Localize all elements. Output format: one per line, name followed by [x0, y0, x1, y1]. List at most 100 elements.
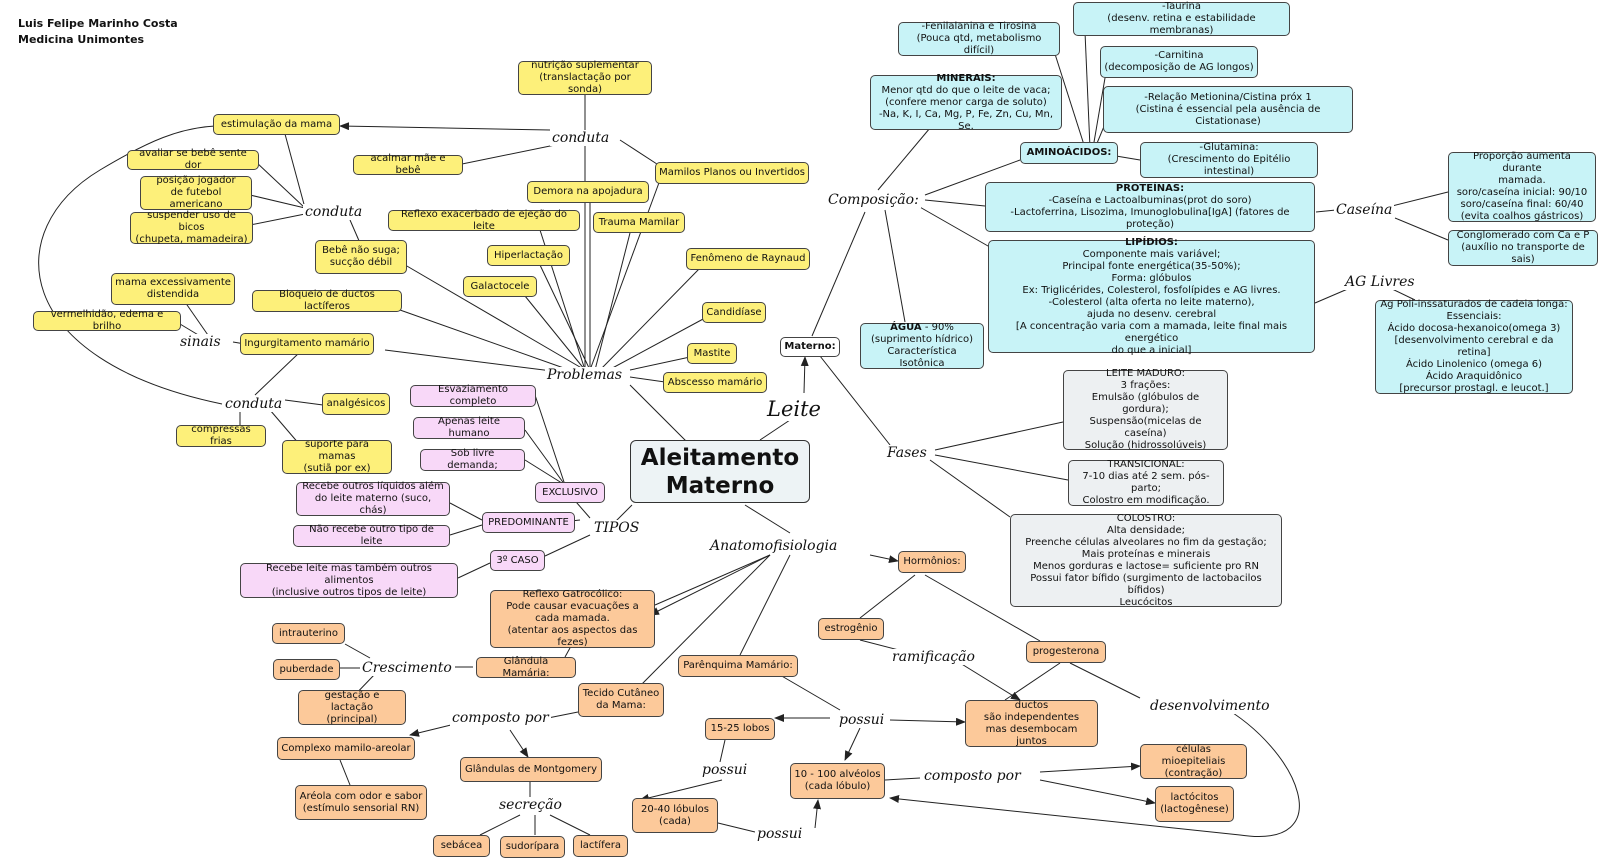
- node-estimulacao-mama: estimulação da mama: [213, 114, 340, 135]
- proteinas-title: PROTEÍNAS:: [1115, 183, 1185, 194]
- node-esvaziamento: Esvaziamento completo: [410, 384, 536, 407]
- label-sinais: sinais: [178, 334, 223, 350]
- node-predominante: PREDOMINANTE: [482, 512, 575, 533]
- lipidios-title: LIPÍDIOS:: [1125, 236, 1178, 248]
- node-proporcao-caseina: Proporção aumenta durante mamada. soro/c…: [1448, 151, 1596, 222]
- node-celulas-mioepiteliais: células mioepiteliais (contração): [1140, 744, 1247, 779]
- minerais-title: MINERAIS:: [936, 72, 996, 84]
- node-minerais: MINERAIS: Menor qtd do que o leite de va…: [870, 72, 1062, 132]
- node-suspender-bicos: suspender uso de bicos (chupeta, mamadei…: [130, 210, 253, 245]
- node-glutamina: -Glutamina: (Crescimento do Epitélio int…: [1140, 142, 1318, 178]
- node-mastite: Mastite: [687, 343, 737, 364]
- node-conglomerado: Conglomerado com Ca e P (auxílio no tran…: [1448, 230, 1598, 266]
- lipidios-text: Componente mais variável; Principal font…: [1015, 248, 1288, 356]
- label-fases: Fases: [885, 445, 929, 461]
- node-20-40-lobulos: 20-40 lóbulos (cada): [632, 798, 718, 833]
- minerais-text: Menor qtd do que o leite de vaca; (confe…: [878, 84, 1054, 132]
- node-agua: ÁGUA - 90% (suprimento hídrico) Caracter…: [860, 322, 984, 370]
- node-15-25-lobos: 15-25 lobos: [705, 718, 775, 740]
- node-aminoacidos: AMINOÁCIDOS:: [1020, 142, 1118, 164]
- node-recebe-alimentos: Recebe leite mas também outros alimentos…: [240, 563, 458, 598]
- label-crescimento: Crescimento: [360, 660, 454, 676]
- node-candidiase: Candidíase: [702, 302, 766, 323]
- node-alveolos: 10 - 100 alvéolos (cada lóbulo): [790, 763, 885, 799]
- label-possui-3: possui: [755, 826, 805, 842]
- label-conduta-top: conduta: [550, 130, 612, 146]
- node-colostro: COLOSTRO: Alta densidade; Preenche célul…: [1010, 513, 1282, 608]
- node-analgesicos: analgésicos: [322, 393, 390, 415]
- node-bloqueio-ductos: Bloqueio de ductos lactíferos: [252, 289, 402, 312]
- node-taurina: -Taurina (desenv. retina e estabilidade …: [1073, 1, 1290, 36]
- node-areola: Aréola com odor e sabor (estímulo sensor…: [295, 785, 427, 820]
- node-sebacea: sebácea: [433, 835, 490, 857]
- node-acalmar: acalmar mãe e bebê: [353, 153, 463, 176]
- label-ag-livres: AG Livres: [1343, 274, 1417, 290]
- label-problemas: Problemas: [545, 367, 625, 383]
- node-hormonios: Hormônios:: [898, 551, 966, 573]
- node-hiperlactacao: Hiperlactação: [487, 245, 570, 266]
- node-lactocitos: lactócitos (lactogênese): [1155, 786, 1234, 822]
- node-suporte-mamas: suporte para mamas (sutiã por ex): [282, 439, 392, 474]
- node-transicional: TRANSICIONAL: 7-10 dias até 2 sem. pós-p…: [1068, 459, 1224, 506]
- label-ramificacao: ramificação: [890, 649, 977, 665]
- label-desenvolvimento: desenvolvimento: [1148, 698, 1272, 714]
- node-ingurgitamento: Ingurgitamento mamário: [240, 333, 374, 355]
- node-sudoripara: sudorípara: [500, 836, 565, 858]
- node-intrauterino: intrauterino: [272, 623, 345, 644]
- label-composicao: Composição:: [826, 192, 921, 208]
- node-livre-demanda: Sob livre demanda;: [420, 448, 525, 471]
- label-tipos: TIPOS: [592, 520, 642, 536]
- node-terceiro-caso: 3º CASO: [490, 550, 545, 571]
- node-nao-recebe: Não recebe outro tipo de leite: [293, 524, 450, 547]
- node-abscesso: Abscesso mamário: [663, 372, 767, 393]
- node-ag-poli-insaturados: Ag Poli-inssaturados de cadeia longa: Es…: [1375, 299, 1573, 394]
- agua-text: ÁGUA - 90% (suprimento hídrico) Caracter…: [864, 322, 980, 370]
- node-proteinas: PROTEÍNAS: -Caseína e Lactoalbuminas(pro…: [985, 182, 1315, 232]
- node-mama-distendida: mama excessivamente distendida: [111, 273, 235, 305]
- node-avaliar-dor: avaliar se bebê sente dor: [127, 148, 259, 171]
- node-fenilalanina: -Fenilalanina e Tirosina (Pouca qtd, met…: [898, 21, 1060, 56]
- node-demora-apojadura: Demora na apojadura: [527, 181, 649, 203]
- node-lactifera: lactífera: [573, 835, 628, 857]
- label-anatomofisiologia: Anatomofisiologia: [708, 538, 840, 554]
- node-estrogenio: estrogênio: [818, 618, 884, 640]
- node-ductos: ductos são independentes mas desembocam …: [965, 700, 1098, 747]
- node-materno: Materno:: [780, 337, 840, 357]
- agua-title: ÁGUA: [890, 322, 922, 333]
- node-compressas-frias: compressas frias: [176, 424, 266, 447]
- node-carnitina: -Carnitina (decomposição de AG longos): [1100, 46, 1258, 78]
- node-reflexo-gastrocolico: Reflexo Gatrocólico: Pode causar evacuaç…: [490, 589, 655, 648]
- label-composto-por-2: composto por: [922, 768, 1023, 784]
- node-gestacao-lactacao: gestação e lactação (principal): [298, 690, 406, 725]
- node-galactocele: Galactocele: [463, 276, 537, 297]
- node-glandulas-montgomery: Glândulas de Montgomery: [460, 757, 602, 782]
- node-vermelhidao: vermelhidão, edema e brilho: [33, 309, 181, 332]
- author-school: Medicina Unimontes: [18, 33, 145, 46]
- node-apenas-leite: Apenas leite humano: [413, 416, 525, 439]
- label-secrecao: secreção: [497, 797, 564, 813]
- proteinas-text: -Caseína e Lactoalbuminas(prot do soro) …: [1010, 195, 1290, 230]
- node-recebe-liquidos: Recebe outros líquidos além do leite mat…: [296, 481, 450, 516]
- node-leite-maduro: LEITE MADURO: 3 frações: Emulsão (glóbul…: [1063, 368, 1228, 451]
- node-complexo-mamilo-areolar: Complexo mamilo-areolar: [277, 737, 415, 760]
- label-composto-por-1: composto por: [450, 710, 551, 726]
- central-topic: Aleitamento Materno: [630, 440, 810, 503]
- label-leite: Leite: [765, 397, 823, 421]
- label-caseina: Caseína: [1334, 202, 1395, 218]
- node-parenquima: Parênquima Mamário:: [678, 655, 798, 677]
- node-exclusivo: EXCLUSIVO: [535, 482, 605, 503]
- node-bebe-nao-suga: Bebê não suga; sucção débil: [315, 240, 407, 274]
- label-conduta-mid: conduta: [303, 204, 365, 220]
- node-progesterona: progesterona: [1026, 641, 1106, 663]
- node-mamilos-planos: Mamilos Planos ou Invertidos: [655, 162, 809, 184]
- label-conduta-low: conduta: [223, 396, 285, 412]
- node-raynaud: Fenômeno de Raynaud: [686, 248, 810, 270]
- author-name: Luis Felipe Marinho Costa: [18, 17, 178, 30]
- node-nutricao-suplementar: nutrição suplementar (translactação por …: [518, 60, 652, 95]
- node-tecido-cutaneo: Tecido Cutâneo da Mama:: [578, 683, 664, 717]
- label-possui-2: possui: [700, 762, 750, 778]
- node-reflexo-exacerbado: Reflexo exacerbado de ejeção do leite: [388, 209, 580, 232]
- node-posicao-jogador: posição jogador de futebol americano: [140, 175, 252, 210]
- node-glandula-mamaria: Glândula Mamária:: [476, 656, 576, 679]
- agua-body: - 90% (suprimento hídrico) Característic…: [870, 322, 973, 369]
